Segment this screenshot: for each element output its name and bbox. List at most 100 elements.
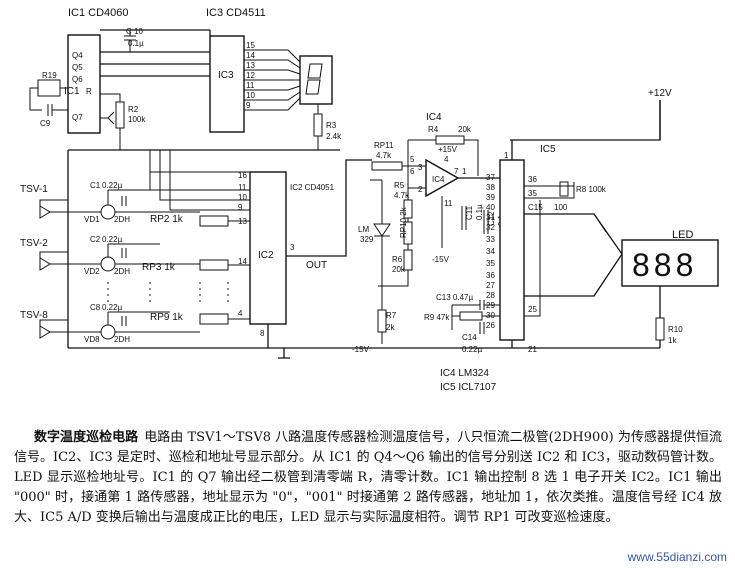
c14-value: 0.22µ [462, 345, 483, 354]
svg-text:21: 21 [528, 345, 537, 354]
r3-label: R3 [326, 121, 337, 130]
ic1-title: IC1 CD4060 [68, 7, 129, 19]
site-watermark: www.55dianzi.com [627, 550, 727, 564]
arrow-inner-lines [593, 213, 607, 297]
ic3-box [209, 35, 245, 133]
vd2-type: 2DH [114, 267, 130, 276]
q7-diode [100, 111, 115, 125]
ic5-part: IC5 ICL7107 [440, 382, 497, 393]
c1-cap [121, 196, 127, 206]
c8-cap [121, 316, 127, 326]
svg-text:10: 10 [246, 91, 255, 100]
r4-label: R4 [428, 125, 439, 134]
svg-text:6: 6 [410, 167, 415, 176]
c1-label: C1 [90, 181, 101, 190]
r6-label: R6 [392, 255, 403, 264]
ch1-wiring [68, 189, 200, 213]
svg-text:11: 11 [246, 81, 255, 90]
ic5-top-pin: 1 [504, 151, 509, 160]
c11-label: C11 [465, 205, 474, 220]
c1-value: 0.22µ [102, 181, 123, 190]
r4-resistor [435, 135, 465, 145]
lm-label: LM [358, 225, 369, 234]
svg-text:5: 5 [410, 155, 415, 164]
out-label: OUT [306, 260, 327, 271]
c13-label: C13 0.47µ [436, 293, 473, 302]
rp2-label: RP2 1k [150, 214, 184, 225]
vd1-label: VD1 [84, 215, 100, 224]
svg-text:27: 27 [486, 281, 495, 290]
r2-wiring [100, 93, 121, 150]
ic2-name: IC2 [258, 250, 274, 261]
ic3-segment-bus [244, 49, 301, 111]
ic1-box [67, 34, 101, 134]
ic5-to-led-arrow [524, 213, 623, 297]
svg-text:13: 13 [246, 61, 255, 70]
svg-text:36: 36 [486, 271, 495, 280]
svg-text:9: 9 [246, 101, 251, 110]
supply-rail [510, 100, 661, 141]
schematic-diagram: IC1 CD4060 Q4 Q5 Q6 R Q7 IC1 R19 C9 C 10… [20, 7, 719, 393]
caption-body: 电路由 TSV1～TSV8 八路温度传感器检测温度信号，八只恒流二极管(2DH9… [14, 430, 722, 525]
supply-label: +12V [648, 88, 672, 99]
r9-label: R9 47k [424, 313, 450, 322]
c10-cap [124, 30, 136, 52]
ic2-input-pins: 13 14 4 [238, 217, 247, 318]
svg-text:28: 28 [486, 291, 495, 300]
ic2-out-pin: 3 [290, 243, 295, 252]
svg-text:33: 33 [486, 235, 495, 244]
led-label: LED [672, 229, 693, 241]
c10-label: C 10 [126, 27, 143, 36]
ic1-output-bus [100, 29, 210, 77]
r8-wiring [524, 182, 575, 199]
r8-label: R8 100k [576, 185, 607, 194]
ic4-inner-label: IC4 [432, 175, 445, 184]
r19-resistor [37, 79, 61, 97]
ic1-pin-q7: Q7 [72, 113, 83, 122]
ic3-output-pins: 15 14 13 12 11 10 9 [246, 41, 255, 110]
ic2-top-pins: 16 11 10 9 [238, 171, 247, 212]
ic5-box [499, 159, 525, 341]
c10-value: 0.1µ [128, 39, 144, 48]
c13-cap [452, 300, 500, 310]
c8-value: 0.22µ [102, 303, 123, 312]
vd2-label: VD2 [84, 267, 100, 276]
ic3-name: IC3 [218, 70, 234, 81]
address-digit-segments [305, 63, 323, 95]
c12-label: C12 [487, 211, 496, 226]
ic4-part: IC4 LM324 [440, 368, 489, 379]
svg-text:38: 38 [486, 183, 495, 192]
r-misc-pins: 7 6 5 [410, 155, 459, 176]
r9-wiring [451, 305, 500, 330]
rp2-pot [199, 215, 229, 227]
rp9-pot [199, 313, 229, 325]
ch8-wiring [68, 311, 200, 333]
svg-text:37: 37 [486, 173, 495, 182]
svg-text:11: 11 [238, 183, 247, 192]
svg-text:3: 3 [418, 163, 423, 172]
ic5-right-pins: 36 35 [528, 175, 537, 198]
vd1-diode [100, 204, 116, 220]
ic2-out-wire [286, 159, 372, 257]
tsv2-label: TSV-2 [20, 238, 48, 249]
r4-value: 20k [458, 125, 472, 134]
svg-text:4: 4 [444, 155, 449, 164]
ic5-pin25-wire [524, 200, 541, 317]
r7-label: R7 [386, 311, 397, 320]
c8-label: C8 [90, 303, 101, 312]
r10-value: 1k [668, 336, 677, 345]
r3-resistor [313, 113, 323, 137]
r6-value: 20k [392, 265, 406, 274]
tsv1-label: TSV-1 [20, 184, 48, 195]
vd1-type: 2DH [114, 215, 130, 224]
svg-text:16: 16 [238, 171, 247, 180]
c15-label: C15 [528, 203, 543, 212]
c2-value: 0.22µ [102, 235, 123, 244]
c14-label: C14 [462, 333, 477, 342]
sensor-wiring [39, 199, 68, 333]
r19-label: R19 [42, 71, 57, 80]
ic5-name: IC5 [540, 144, 556, 155]
caption-title: 数字温度巡检电路 [34, 430, 139, 445]
r7-resistor [377, 309, 387, 333]
r2-resistor [115, 101, 125, 129]
